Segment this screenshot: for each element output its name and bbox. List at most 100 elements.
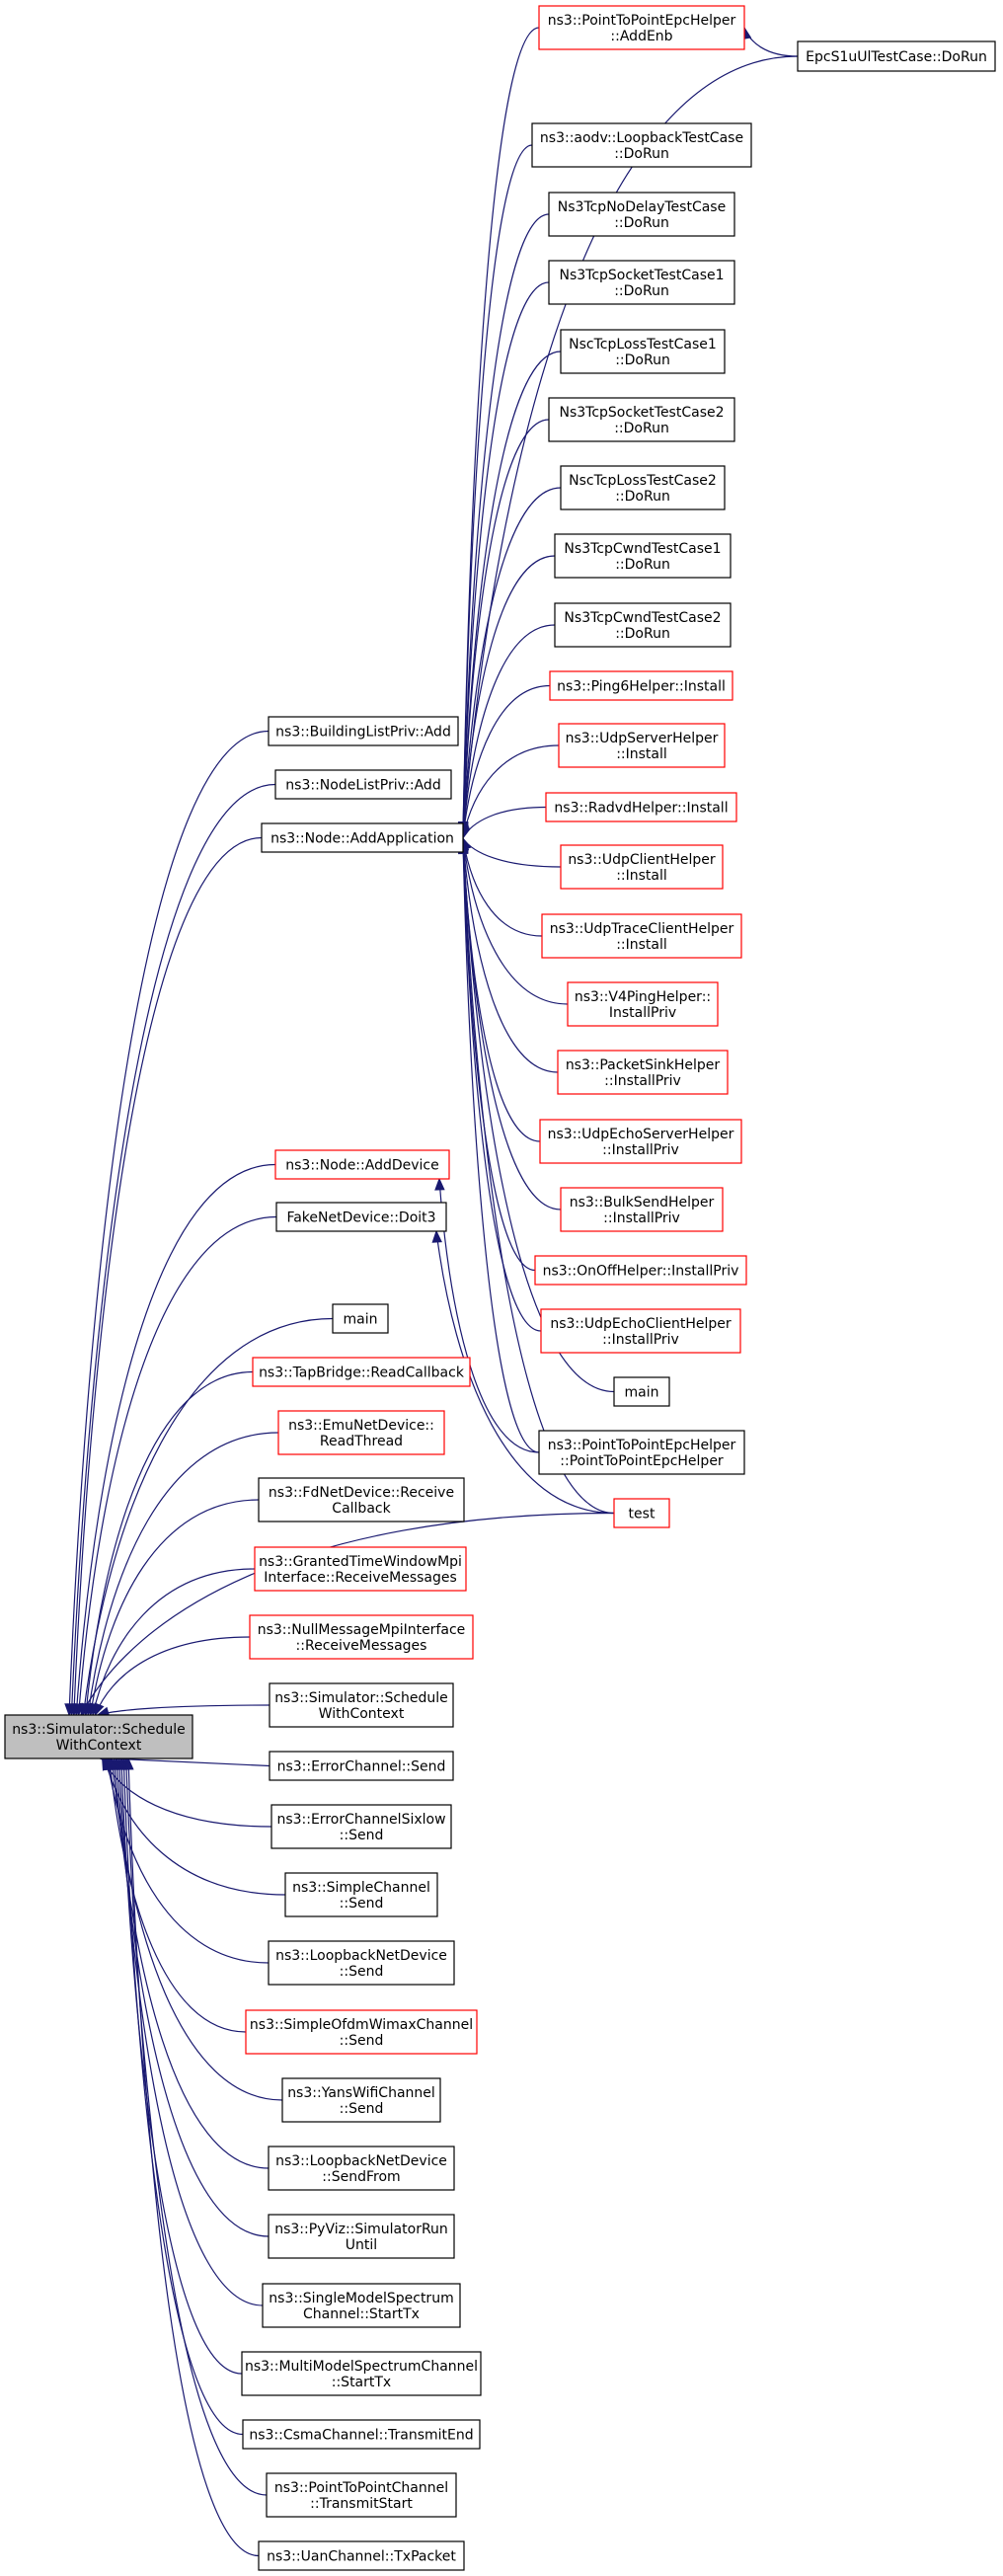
node-box	[538, 5, 745, 50]
node-tap-bridge[interactable]: ns3::TapBridge::ReadCallback	[252, 1357, 471, 1387]
node-label: WithContext	[319, 1706, 405, 1722]
node-bulk-send[interactable]: ns3::BulkSendHelper::InstallPriv	[560, 1187, 724, 1232]
node-label: ns3::aodv::LoopbackTestCase	[540, 130, 743, 146]
node-echo-server[interactable]: ns3::UdpEchoServerHelper::InstallPriv	[539, 1119, 742, 1164]
edge-null-mpi-to-root	[94, 1636, 251, 1716]
node-aodv-loop[interactable]: ns3::aodv::LoopbackTestCase::DoRun	[531, 122, 752, 168]
node-label: ns3::TapBridge::ReadCallback	[259, 1366, 465, 1381]
node-err-chan[interactable]: ns3::ErrorChannel::Send	[269, 1751, 454, 1781]
node-tcp-no-delay[interactable]: Ns3TcpNoDelayTestCase::DoRun	[548, 192, 735, 237]
node-box	[254, 1546, 467, 1592]
node-null-mpi[interactable]: ns3::NullMessageMpiInterface::ReceiveMes…	[249, 1614, 474, 1660]
node-label: ns3::Ping6Helper::Install	[557, 679, 726, 695]
node-multi-spec[interactable]: ns3::MultiModelSpectrumChannel::StartTx	[241, 2351, 482, 2396]
edge-cwnd2-to-add-app	[462, 624, 556, 837]
node-label: ns3::UdpEchoServerHelper	[548, 1127, 734, 1142]
node-label: ::DoRun	[614, 146, 669, 162]
node-epc-s1u[interactable]: EpcS1uUlTestCase::DoRun	[797, 40, 996, 72]
node-udp-client[interactable]: ns3::UdpClientHelper::Install	[560, 844, 724, 890]
node-box	[4, 1714, 193, 1759]
node-label: ::InstallPriv	[602, 1142, 679, 1158]
node-box	[269, 1682, 454, 1728]
edge-udp-server-to-add-app	[462, 744, 560, 838]
node-label: InstallPriv	[609, 1005, 676, 1021]
node-granted-mpi[interactable]: ns3::GrantedTimeWindowMpiInterface::Rece…	[254, 1546, 467, 1592]
node-box	[558, 723, 726, 768]
node-cwnd2[interactable]: Ns3TcpCwndTestCase2::DoRun	[554, 602, 732, 648]
node-nsc-loss2[interactable]: NscTcpLossTestCase2::DoRun	[560, 465, 726, 510]
edge-err-chan-to-root	[110, 1757, 270, 1767]
node-emu-net[interactable]: ns3::EmuNetDevice::ReadThread	[277, 1410, 445, 1455]
node-label: ns3::Simulator::Schedule	[274, 1690, 448, 1706]
node-main2[interactable]: main	[613, 1376, 670, 1407]
node-loop-send-from[interactable]: ns3::LoopbackNetDevice::SendFrom	[268, 2146, 455, 2191]
node-p2p-add-enb[interactable]: ns3::PointToPointEpcHelper::AddEnb	[538, 5, 745, 50]
node-err-six[interactable]: ns3::ErrorChannelSixlow::Send	[270, 1804, 452, 1849]
node-ofdm-wimax[interactable]: ns3::SimpleOfdmWimaxChannel::Send	[245, 2009, 478, 2055]
node-radvd[interactable]: ns3::RadvdHelper::Install	[545, 792, 737, 822]
node-box	[560, 1187, 724, 1232]
node-box	[538, 1430, 745, 1475]
edge-node-list-add-to-root	[70, 783, 276, 1716]
node-label: ::Send	[340, 2101, 384, 2117]
node-label: ns3::UdpClientHelper	[568, 852, 716, 868]
node-p2p-chan[interactable]: ns3::PointToPointChannel::TransmitStart	[266, 2472, 457, 2518]
node-node-list-add[interactable]: ns3::NodeListPriv::Add	[274, 769, 452, 800]
node-box	[274, 1149, 450, 1180]
node-test[interactable]: test	[613, 1498, 670, 1528]
edge-loop-send-from-to-root	[114, 1757, 270, 2169]
node-v4ping[interactable]: ns3::V4PingHelper::InstallPriv	[567, 981, 719, 1027]
node-yans-wifi[interactable]: ns3::YansWifiChannel::Send	[281, 2077, 441, 2123]
node-pkt-sink[interactable]: ns3::PacketSinkHelper::InstallPriv	[557, 1050, 729, 1095]
node-label: ::Send	[340, 1828, 384, 1843]
node-label: ns3::UdpEchoClientHelper	[550, 1316, 732, 1332]
node-nsc-loss1[interactable]: NscTcpLossTestCase1::DoRun	[560, 329, 726, 374]
node-label: ns3::UdpServerHelper	[566, 731, 719, 746]
node-box	[284, 1872, 438, 1917]
edge-simple-chan-to-root	[104, 1757, 286, 1896]
node-cwnd1[interactable]: Ns3TcpCwndTestCase1::DoRun	[554, 533, 732, 579]
node-box	[266, 2472, 457, 2518]
node-label: ns3::PointToPointChannel	[274, 2480, 448, 2496]
node-add-app[interactable]: ns3::Node::AddApplication	[261, 822, 464, 853]
edge-tcp-no-delay-to-add-app	[462, 213, 550, 834]
node-label: ns3::PacketSinkHelper	[566, 1057, 721, 1073]
node-loop-send[interactable]: ns3::LoopbackNetDevice::Send	[268, 1940, 455, 1986]
node-label: ::PointToPointEpcHelper	[560, 1453, 724, 1469]
node-label: ns3::PointToPointEpcHelper	[548, 13, 736, 29]
node-label: NscTcpLossTestCase1	[569, 337, 717, 352]
node-label: ns3::V4PingHelper::	[575, 989, 711, 1005]
node-label: ReadThread	[320, 1434, 403, 1449]
node-onoff[interactable]: ns3::OnOffHelper::InstallPriv	[534, 1255, 747, 1286]
arrowhead	[431, 1229, 442, 1243]
node-tcp-sock2[interactable]: Ns3TcpSocketTestCase2::DoRun	[548, 397, 735, 442]
node-p2p-ctor[interactable]: ns3::PointToPointEpcHelper::PointToPoint…	[538, 1430, 745, 1475]
node-main1[interactable]: main	[332, 1303, 389, 1334]
edge-granted-mpi-to-root	[92, 1568, 256, 1716]
node-udp-server[interactable]: ns3::UdpServerHelper::Install	[558, 723, 726, 768]
node-building-add[interactable]: ns3::BuildingListPriv::Add	[268, 716, 459, 746]
node-label: EpcS1uUlTestCase::DoRun	[806, 49, 987, 65]
node-label: ::Send	[340, 2033, 384, 2049]
node-simple-chan[interactable]: ns3::SimpleChannel::Send	[284, 1872, 438, 1917]
node-box	[560, 844, 724, 890]
node-echo-client[interactable]: ns3::UdpEchoClientHelper::InstallPriv	[540, 1308, 741, 1354]
node-uan[interactable]: ns3::UanChannel::TxPacket	[258, 2540, 465, 2571]
node-label: ::ReceiveMessages	[296, 1638, 427, 1654]
node-label: Callback	[332, 1501, 391, 1517]
node-udp-trace[interactable]: ns3::UdpTraceClientHelper::Install	[541, 913, 742, 959]
node-box	[258, 1477, 465, 1522]
node-ping6[interactable]: ns3::Ping6Helper::Install	[549, 670, 733, 701]
node-add-device[interactable]: ns3::Node::AddDevice	[274, 1149, 450, 1180]
edge-ofdm-wimax-to-root	[109, 1757, 247, 2033]
node-csma[interactable]: ns3::CsmaChannel::TransmitEnd	[242, 2419, 481, 2450]
node-fake-net[interactable]: FakeNetDevice::Doit3	[275, 1202, 447, 1232]
node-label: ::TransmitStart	[310, 2496, 413, 2512]
edge-add-device-to-root	[75, 1163, 276, 1716]
node-tcp-sock1[interactable]: Ns3TcpSocketTestCase1::DoRun	[548, 260, 735, 305]
